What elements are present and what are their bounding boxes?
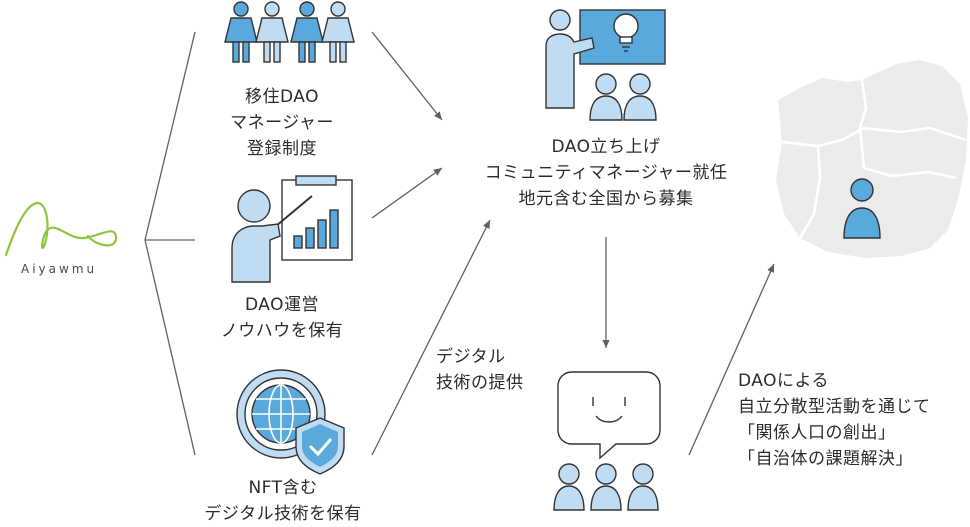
speech-bubble-people-icon — [553, 371, 661, 511]
result-label: DAOによる 自立分散型活動を通じて 「関係人口の創出」 「自治体の課題解決」 — [738, 371, 931, 469]
people-group-icon — [224, 1, 355, 63]
launch-label: DAO立ち上げ コミュニティマネージャー就任 地元含む全国から募集 — [484, 137, 728, 209]
map-person-icon — [776, 60, 968, 258]
shield-globe-icon — [236, 369, 345, 475]
arrow-community-to-result — [688, 263, 775, 456]
logo-bracket — [144, 31, 196, 456]
arrow-register-to-launch — [371, 31, 443, 121]
nft-label: NFT含む デジタル技術を保有 — [204, 478, 362, 524]
arrow-knowhow-to-launch — [371, 167, 443, 219]
logo-icon — [4, 202, 118, 257]
knowhow-label: DAO運営 ノウハウを保有 — [220, 295, 344, 341]
digital-label: デジタル 技術の提供 — [436, 347, 524, 393]
arrow-nft-to-launch — [371, 219, 491, 456]
lightbulb-presentation-icon — [545, 9, 666, 121]
register-label: 移住DAO マネージャー 登録制度 — [230, 87, 334, 159]
flow-arrows — [371, 31, 775, 456]
logo-text: Aiyawmu — [21, 262, 98, 276]
presenter-chart-icon — [231, 175, 353, 283]
